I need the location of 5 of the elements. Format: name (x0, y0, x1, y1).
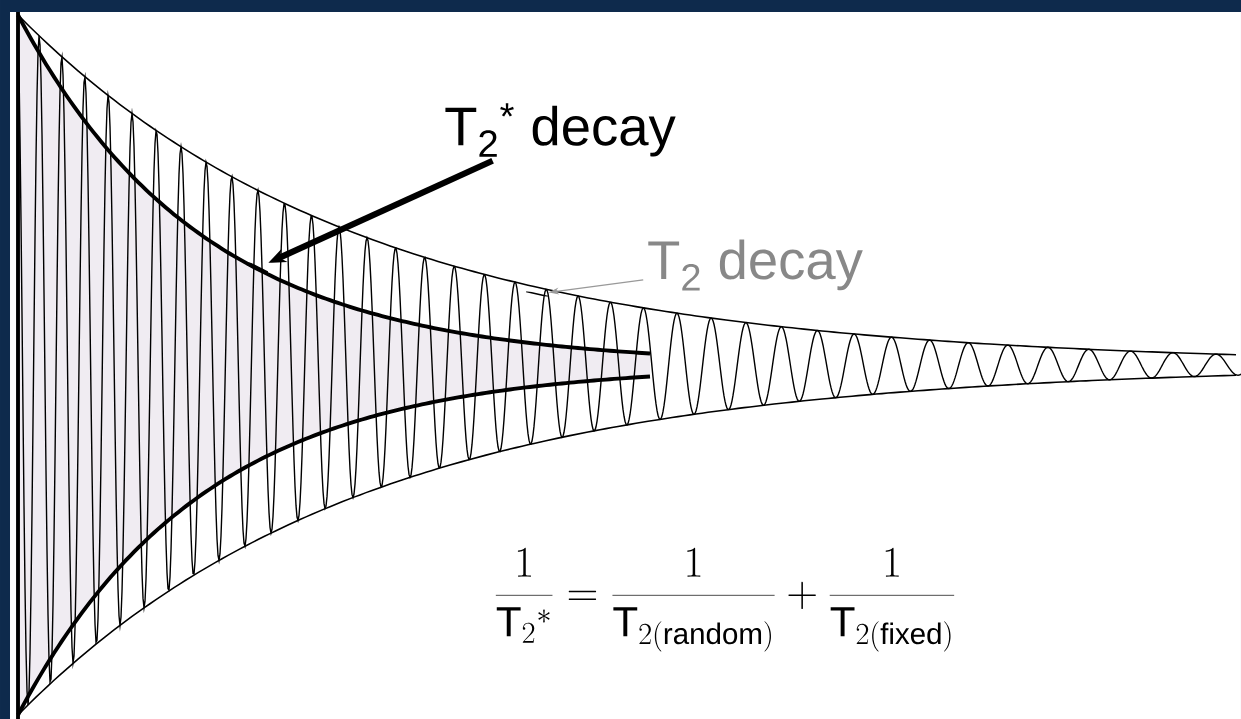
formula: $\frac{1}{\mathrm{T}_{2}{}^{*}}=\frac{1}{\mathrm{T}_{2(\mathrm{random})}}+\frac{1}{\mathrm{T}_{2(\mathrm{fixed})}}$ (495, 547, 955, 652)
label-text: T$_{2}$$^{*}$ decay (445, 103, 676, 157)
label-text: T$_{2}$ decay (648, 239, 863, 291)
envelope-curve (526, 291, 548, 297)
envelope-curve (246, 262, 268, 274)
